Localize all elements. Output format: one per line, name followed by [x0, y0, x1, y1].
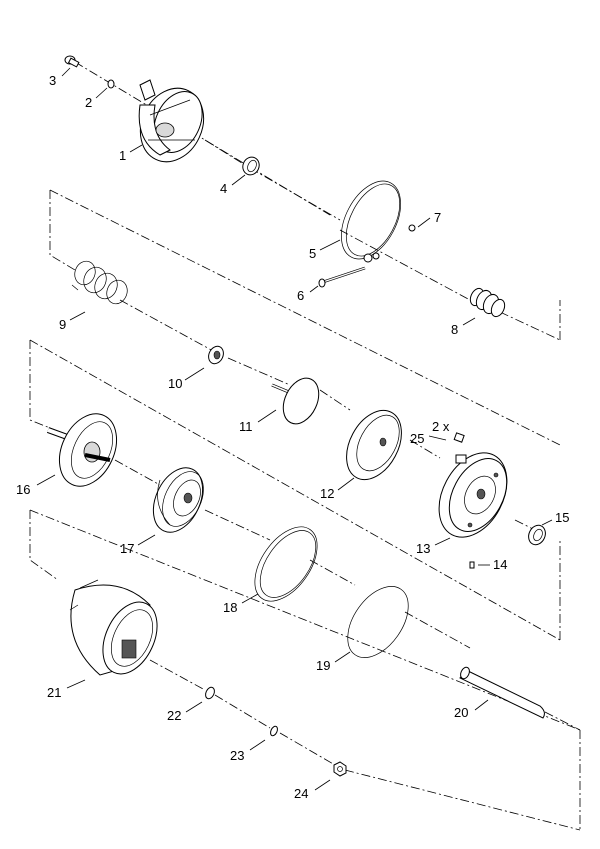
callout-19: 19 [316, 658, 330, 673]
callout-5: 5 [309, 246, 316, 261]
part-13-chamber-housing [438, 452, 508, 538]
part-5-clamp-band [341, 180, 401, 263]
part-15-ring [528, 524, 546, 546]
callout-17: 17 [120, 541, 134, 556]
callout-labels: 3 2 1 4 5 6 7 8 9 10 11 12 2 x 25 13 14 … [16, 73, 569, 801]
callout-3: 3 [49, 73, 56, 88]
part-10-washer [208, 345, 224, 365]
part-7-nut [408, 224, 416, 232]
part-24-nut [333, 761, 347, 777]
part-11-piston-disc [271, 377, 320, 425]
axis-line-top [74, 61, 331, 216]
part-25-cap [453, 432, 465, 443]
part-19-ring [347, 586, 409, 658]
callout-10: 10 [168, 376, 182, 391]
callout-11: 11 [239, 419, 253, 434]
part-21-drum [69, 579, 158, 676]
part-16-chamber [46, 413, 118, 487]
callout-9: 9 [59, 317, 66, 332]
callout-16: 16 [16, 482, 30, 497]
part-8-bellows [469, 287, 506, 318]
callout-14: 14 [493, 557, 507, 572]
callout-24: 24 [294, 786, 308, 801]
part-23-o-ring [270, 725, 278, 737]
quantity-note: 2 x [432, 419, 450, 434]
callout-18: 18 [223, 600, 237, 615]
part-9-spring [71, 260, 128, 305]
callout-15: 15 [555, 510, 569, 525]
callout-6: 6 [297, 288, 304, 303]
part-6-bolt [318, 266, 366, 288]
callout-23: 23 [230, 748, 244, 763]
part-18-o-ring [254, 526, 318, 602]
assembly-axis-lines [29, 61, 581, 831]
part-1-housing [138, 79, 205, 163]
callout-25: 25 [410, 431, 424, 446]
callout-4: 4 [220, 181, 227, 196]
callout-1: 1 [119, 148, 126, 163]
callout-21: 21 [47, 685, 61, 700]
part-4-seal [242, 156, 260, 176]
part-2-o-ring [107, 79, 115, 89]
part-14-screw [469, 561, 475, 569]
part-20-tube [459, 666, 545, 719]
callout-8: 8 [451, 322, 458, 337]
callout-22: 22 [167, 708, 181, 723]
callout-20: 20 [454, 705, 468, 720]
leader-lines [36, 67, 553, 791]
part-17-spring-housing [152, 467, 204, 533]
callout-13: 13 [416, 541, 430, 556]
part-3-screw [64, 55, 80, 68]
part-12-diaphragm [346, 409, 402, 481]
callout-12: 12 [320, 486, 334, 501]
part-22-o-ring [205, 686, 215, 700]
callout-7: 7 [434, 210, 441, 225]
callout-2: 2 [85, 95, 92, 110]
